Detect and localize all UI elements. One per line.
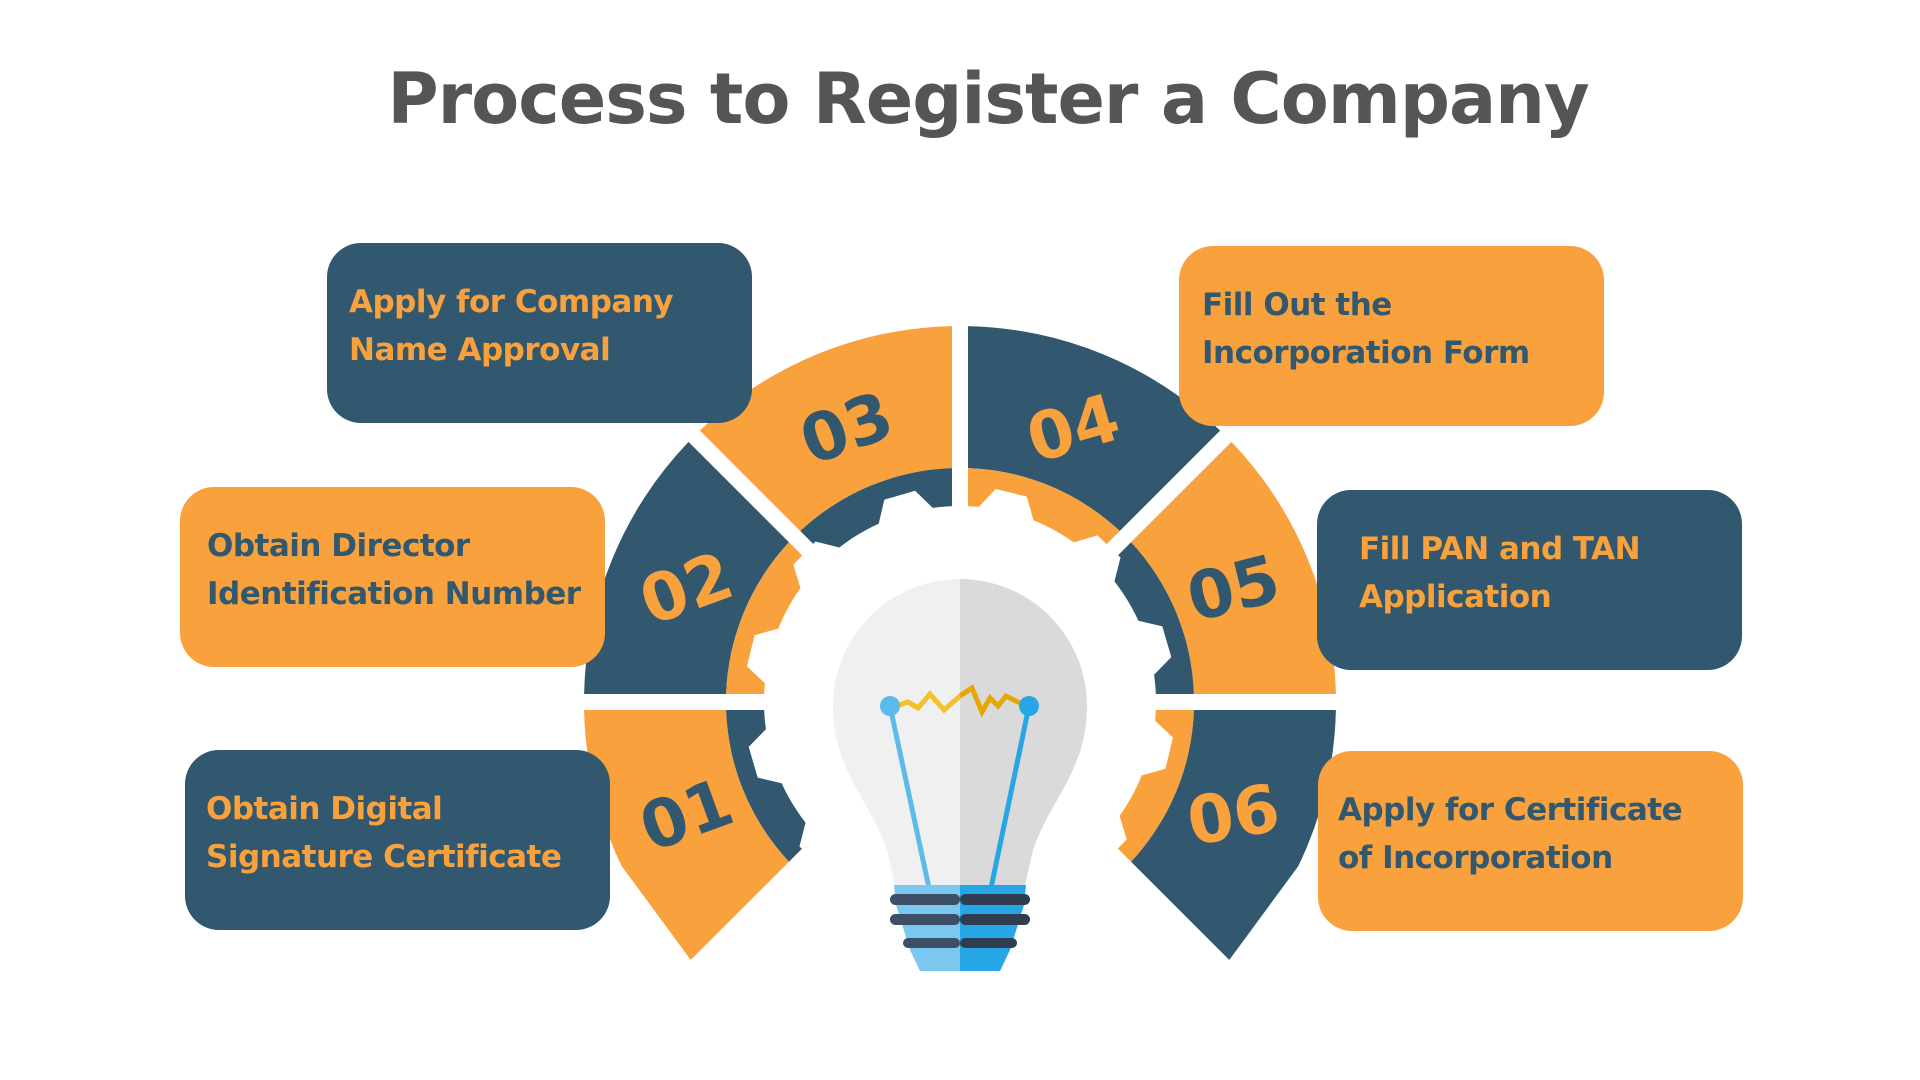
bulb-base-stripe <box>890 914 960 925</box>
bulb-base-right <box>960 885 1026 971</box>
bulb-base-stripe <box>960 938 1017 948</box>
step-5-line2: Application <box>1359 579 1552 615</box>
step-4-line2: Incorporation Form <box>1202 335 1530 371</box>
step-box-6: Apply for Certificate of Incorporation <box>1318 751 1743 931</box>
bulb-base-stripe <box>960 894 1030 905</box>
step-2-line1: Obtain Director <box>207 528 470 564</box>
step-1-line1: Obtain Digital <box>206 791 443 827</box>
bulb-wire-dot-right <box>1019 696 1039 716</box>
step-6-line1: Apply for Certificate <box>1338 792 1683 828</box>
step-box-5: Fill PAN and TAN Application <box>1317 490 1742 670</box>
bulb-base-stripe <box>960 914 1030 925</box>
bulb-wire-dot-left <box>880 696 900 716</box>
bulb-base-stripe <box>890 894 960 905</box>
bulb-wire-right <box>988 705 1032 889</box>
ring-segment-03 <box>699 326 953 531</box>
step-5-line1: Fill PAN and TAN <box>1359 531 1641 567</box>
step-6-line2: of Incorporation <box>1338 840 1613 876</box>
bulb-base-left <box>894 885 960 971</box>
segment-tip-mask <box>1088 830 1310 1067</box>
step-4-line1: Fill Out the <box>1202 287 1392 323</box>
bulb-filament-left <box>895 690 962 714</box>
segment-tip-mask <box>610 830 832 1067</box>
lightbulb-icon <box>833 579 1087 971</box>
step-2-line2: Identification Number <box>207 576 581 612</box>
ring-segment-06 <box>1131 709 1336 963</box>
ring-segment-05 <box>1131 441 1336 695</box>
page-title: Process to Register a Company <box>387 58 1589 140</box>
bulb-base-stripe <box>903 938 960 948</box>
step-3-line1: Apply for Company <box>349 284 674 320</box>
ring-segment-01 <box>584 709 789 963</box>
bulb-filament-right <box>958 684 1024 718</box>
ring-segment-04 <box>967 326 1221 531</box>
step-3-line2: Name Approval <box>349 332 611 368</box>
step-1-line2: Signature Certificate <box>206 839 562 875</box>
bulb-wire-left <box>887 705 932 889</box>
step-number-06: 06 <box>1182 769 1286 861</box>
ring-segment-02 <box>584 441 789 695</box>
